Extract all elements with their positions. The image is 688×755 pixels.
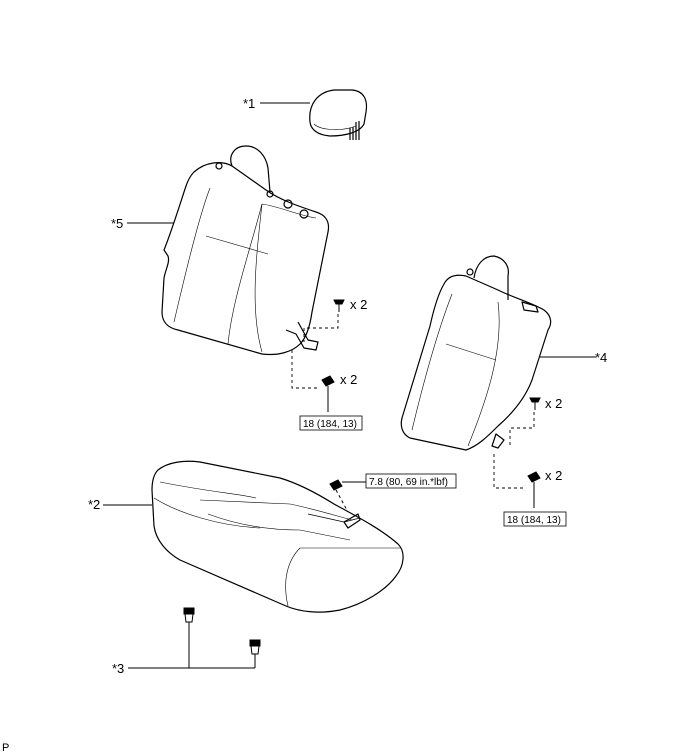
- torque-box-left: [299, 415, 363, 431]
- torque-right: 18 (184, 13): [507, 515, 561, 526]
- torque-box-right: [503, 511, 567, 527]
- seatback-right: [400, 255, 552, 451]
- headrest: [309, 89, 368, 140]
- callout-seatback-right: *4: [595, 350, 607, 365]
- clip-left: [183, 607, 195, 668]
- bolt-right-upper: [529, 397, 541, 410]
- callout-seat-cushion: *2: [88, 497, 100, 512]
- clip-right: [249, 639, 261, 668]
- bolt-left-lower: [321, 375, 335, 412]
- qty-left-lower: x 2: [340, 372, 357, 387]
- leaders-right-dashed: [493, 412, 535, 489]
- torque-box-cushion: [365, 473, 457, 489]
- qty-left-upper: x 2: [350, 297, 367, 312]
- callout-seatback-left: *5: [111, 216, 123, 231]
- torque-left: 18 (184, 13): [303, 419, 357, 430]
- bolt-cushion: [329, 479, 366, 513]
- callout-clip: *3: [112, 661, 124, 676]
- footer-code: P: [2, 742, 9, 754]
- callout-headrest: *1: [243, 96, 255, 111]
- bolt-left-upper: [333, 299, 345, 312]
- leaders-left-dashed: [291, 314, 339, 389]
- torque-cushion: 7.8 (80, 69 in.*lbf): [369, 477, 448, 488]
- seat-cushion: [151, 460, 404, 613]
- seatback-left: [161, 145, 330, 356]
- qty-right-upper: x 2: [545, 396, 562, 411]
- bolt-right-lower: [527, 471, 541, 508]
- qty-right-lower: x 2: [545, 468, 562, 483]
